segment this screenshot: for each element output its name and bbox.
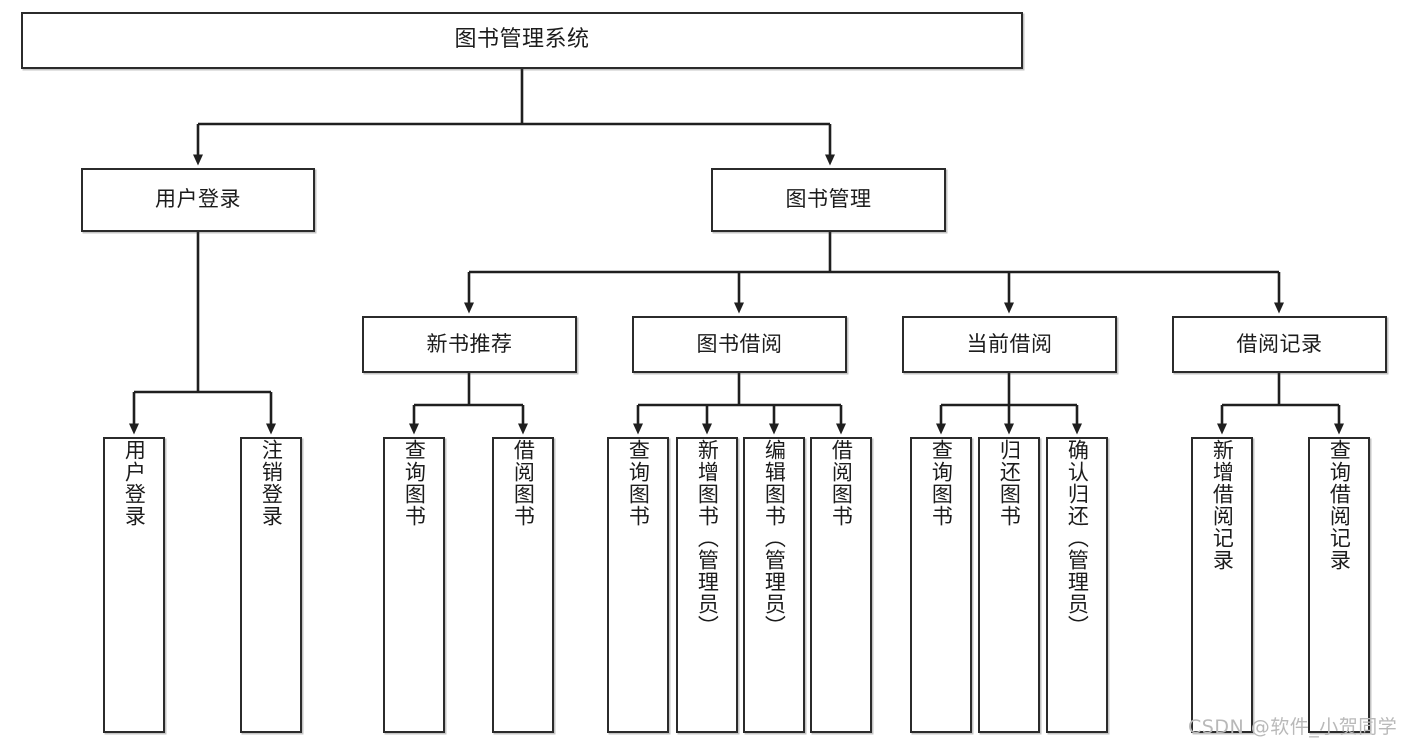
- node-label: 用户登录: [122, 439, 147, 527]
- node-borrow-records[interactable]: 借阅记录: [1172, 316, 1387, 373]
- node-label: 编辑图书（管理员）: [762, 439, 787, 637]
- leaf-user-login-login[interactable]: 用户登录: [103, 437, 165, 733]
- node-label: 借阅记录: [1236, 331, 1323, 356]
- node-label: 图书管理系统: [454, 27, 590, 53]
- node-label: 新书推荐: [426, 331, 513, 356]
- leaf-book-borrow-query-book[interactable]: 查询图书: [607, 437, 669, 733]
- node-label: 新增图书（管理员）: [695, 439, 720, 637]
- node-label: 注销登录: [259, 439, 284, 527]
- node-label: 查询图书: [929, 439, 954, 527]
- node-label: 新增借阅记录: [1210, 439, 1235, 571]
- leaf-user-login-logout[interactable]: 注销登录: [240, 437, 302, 733]
- node-current-borrowing[interactable]: 当前借阅: [902, 316, 1117, 373]
- leaf-borrow-record-query-record[interactable]: 查询借阅记录: [1308, 437, 1370, 733]
- node-root-book-management-system[interactable]: 图书管理系统: [21, 12, 1023, 69]
- node-label: 图书借阅: [696, 331, 783, 356]
- node-label: 图书管理: [785, 187, 872, 212]
- leaf-borrow-record-add-record[interactable]: 新增借阅记录: [1191, 437, 1253, 733]
- node-label: 借阅图书: [511, 439, 536, 527]
- node-label: 确认归还（管理员）: [1065, 439, 1090, 637]
- node-label: 查询图书: [402, 439, 427, 527]
- watermark: CSDN @软件_小贺同学: [1188, 716, 1398, 738]
- node-new-book-recommendation[interactable]: 新书推荐: [362, 316, 577, 373]
- leaf-book-borrow-add-book-admin[interactable]: 新增图书（管理员）: [676, 437, 738, 733]
- leaf-book-borrow-borrow-book[interactable]: 借阅图书: [810, 437, 872, 733]
- node-user-login[interactable]: 用户登录: [81, 168, 315, 232]
- node-label: 查询图书: [626, 439, 651, 527]
- leaf-book-borrow-edit-book-admin[interactable]: 编辑图书（管理员）: [743, 437, 805, 733]
- leaf-current-borrow-query-book[interactable]: 查询图书: [910, 437, 972, 733]
- node-label: 借阅图书: [829, 439, 854, 527]
- node-label: 用户登录: [155, 187, 241, 212]
- leaf-new-book-query-book[interactable]: 查询图书: [383, 437, 445, 733]
- leaf-current-borrow-confirm-return-admin[interactable]: 确认归还（管理员）: [1046, 437, 1108, 733]
- node-book-management[interactable]: 图书管理: [711, 168, 946, 232]
- node-label: 当前借阅: [966, 331, 1053, 356]
- node-book-borrowing[interactable]: 图书借阅: [632, 316, 847, 373]
- node-label: 查询借阅记录: [1327, 439, 1352, 571]
- leaf-current-borrow-return-book[interactable]: 归还图书: [978, 437, 1040, 733]
- leaf-new-book-borrow-book[interactable]: 借阅图书: [492, 437, 554, 733]
- node-label: 归还图书: [997, 439, 1022, 527]
